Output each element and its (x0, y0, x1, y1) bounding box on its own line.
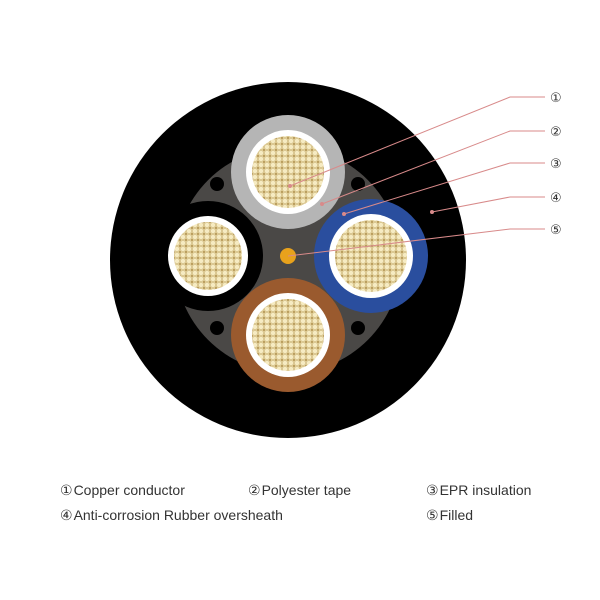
callout-number-5: ⑤ (550, 223, 562, 238)
callout-line-1 (289, 96, 545, 187)
callout-line-4 (431, 196, 545, 213)
callout-dot-4 (430, 210, 434, 214)
filler-hole (351, 177, 365, 191)
callout-number-4: ④ (550, 191, 562, 206)
callout-line-2 (321, 130, 545, 205)
filler-hole (351, 321, 365, 335)
callout-dot-1 (288, 184, 292, 188)
filler-hole (210, 177, 224, 191)
core-bottom-brown (231, 278, 345, 392)
callout-line-5 (287, 228, 545, 257)
core-left-black (153, 201, 263, 311)
callout-number-1: ① (550, 91, 562, 106)
filler-hole (210, 321, 224, 335)
callout-line-3 (343, 162, 545, 215)
core-top-grey (231, 115, 345, 229)
core-right-blue (314, 199, 428, 313)
callout-number-2: ② (550, 125, 562, 140)
callout-dot-2 (320, 202, 324, 206)
callout-dot-3 (342, 212, 346, 216)
callout-number-3: ③ (550, 157, 562, 172)
